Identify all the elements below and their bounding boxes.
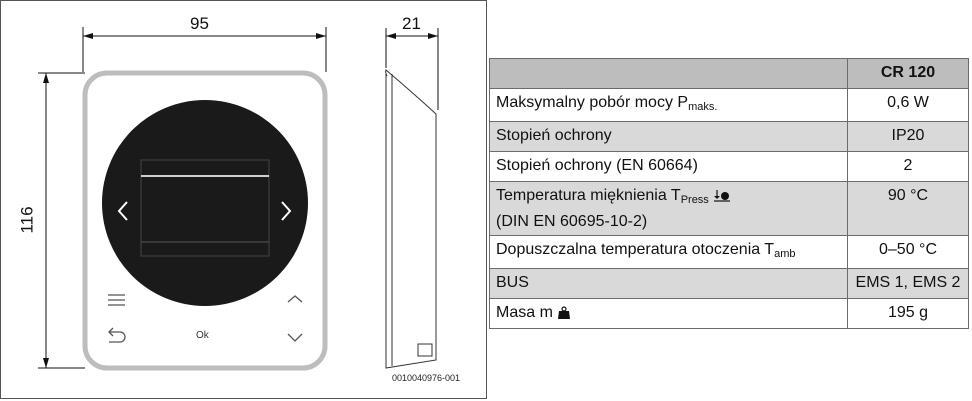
row-value: 195 g (847, 298, 969, 329)
header-blank-cell (489, 58, 848, 89)
table-header-row: CR 120 (489, 58, 969, 89)
chevron-up-icon (287, 295, 303, 303)
ball-pressure-icon (714, 189, 731, 202)
row-value: 0–50 °C (847, 235, 969, 269)
figure-id: 0010040976-001 (392, 373, 461, 383)
header-model: CR 120 (847, 58, 969, 89)
row-value: 90 °C (847, 181, 969, 236)
back-icon (108, 327, 126, 343)
table-row: Dopuszczalna temperatura otoczenia Tamb … (489, 235, 969, 269)
dimension-drawing (0, 0, 487, 399)
height-dimension-label: 116 (17, 206, 37, 234)
specifications-table: CR 120 Maksymalny pobór mocy Pmaks. 0,6 … (489, 58, 969, 329)
chevron-down-icon (287, 333, 303, 342)
row-label: BUS (489, 268, 848, 299)
table-row: BUS EMS 1, EMS 2 (489, 268, 969, 299)
menu-icon (108, 294, 125, 306)
weight-icon (558, 306, 571, 319)
row-label: Dopuszczalna temperatura otoczenia Tamb (489, 235, 848, 269)
row-label: Stopień ochrony (EN 60664) (489, 151, 848, 182)
row-label: Masa m (489, 298, 848, 329)
depth-dimension-label: 21 (402, 14, 421, 33)
row-value: IP20 (847, 121, 969, 152)
row-value: 0,6 W (847, 88, 969, 122)
table-row: Maksymalny pobór mocy Pmaks. 0,6 W (489, 88, 969, 122)
table-row: Temperatura mięknienia TPress (DIN EN 60… (489, 181, 969, 236)
chevron-right-icon (281, 201, 292, 221)
ok-button-label: Ok (196, 330, 209, 341)
side-profile (385, 68, 437, 369)
table-row: Masa m 195 g (489, 298, 969, 329)
row-value: 2 (847, 151, 969, 182)
row-label: Stopień ochrony (489, 121, 848, 152)
technical-drawing: 95 21 116 Ok 0010040976-001 (0, 0, 487, 399)
width-dimension-label: 95 (190, 14, 209, 33)
row-label: Maksymalny pobór mocy Pmaks. (489, 88, 848, 122)
table-row: Stopień ochrony (EN 60664) 2 (489, 151, 969, 182)
row-label: Temperatura mięknienia TPress (DIN EN 60… (489, 181, 848, 236)
row-value: EMS 1, EMS 2 (847, 268, 969, 299)
table-row: Stopień ochrony IP20 (489, 121, 969, 152)
chevron-left-icon (117, 201, 128, 221)
